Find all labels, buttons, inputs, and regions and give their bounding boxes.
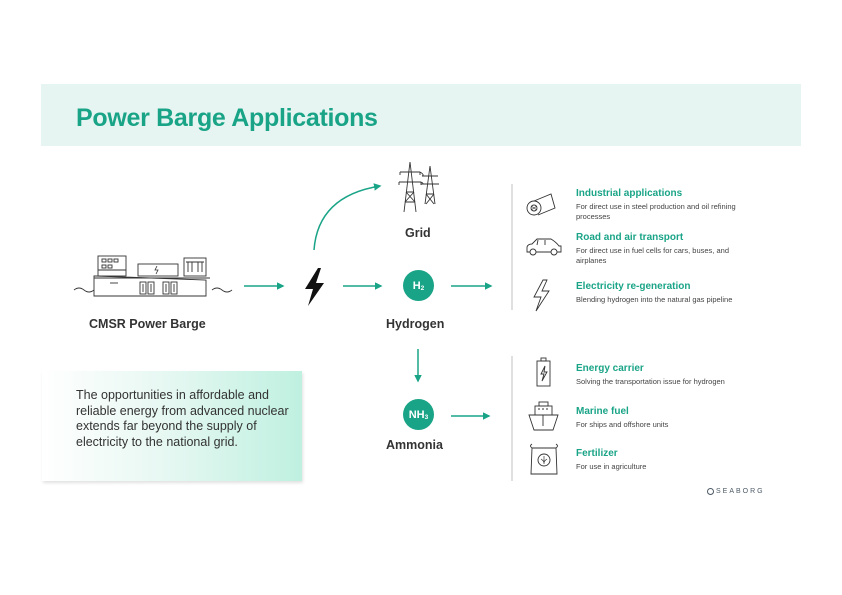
- app-marine-fuel: Marine fuel For ships and offshore units: [576, 406, 766, 430]
- barge-label: CMSR Power Barge: [89, 317, 206, 331]
- flow-arrows: [244, 183, 493, 420]
- power-barge-icon: [73, 255, 233, 297]
- pylon-icon: [398, 161, 439, 213]
- electricity-bolt-icon: [305, 268, 324, 306]
- steel-roll-icon: [526, 193, 556, 216]
- nh3-symbol: NH: [408, 408, 425, 421]
- fertilizer-bag-icon: [530, 443, 558, 475]
- app-title: Electricity re-generation: [576, 281, 691, 292]
- app-title: Marine fuel: [576, 406, 629, 417]
- hydrogen-label: Hydrogen: [386, 317, 445, 331]
- app-desc: For direct use in steel production and o…: [576, 202, 736, 221]
- app-desc: Solving the transportation issue for hyd…: [576, 377, 725, 386]
- app-road-air: Road and air transport For direct use in…: [576, 232, 748, 266]
- seaborg-logo: SEABORG: [707, 488, 765, 495]
- logo-text: SEABORG: [716, 488, 765, 495]
- app-title: Industrial applications: [576, 188, 683, 199]
- quote-box: The opportunities in affordable and reli…: [42, 371, 302, 481]
- h2-subscript: 2: [420, 285, 425, 292]
- car-icon: [526, 238, 562, 256]
- ship-icon: [528, 401, 559, 431]
- nh3-subscript: 3: [424, 414, 429, 421]
- app-desc: For use in agriculture: [576, 462, 647, 471]
- app-electricity: Electricity re-generation Blending hydro…: [576, 281, 766, 305]
- logo-mark-icon: [707, 488, 714, 495]
- lightning-icon: [533, 279, 550, 312]
- app-fertilizer: Fertilizer For use in agriculture: [576, 448, 766, 472]
- app-desc: For ships and offshore units: [576, 420, 669, 429]
- grid-label: Grid: [405, 226, 431, 240]
- app-title: Fertilizer: [576, 448, 618, 459]
- app-desc: Blending hydrogen into the natural gas p…: [576, 295, 733, 304]
- app-desc: For direct use in fuel cells for cars, b…: [576, 246, 729, 265]
- app-title: Road and air transport: [576, 232, 684, 243]
- app-title: Energy carrier: [576, 363, 644, 374]
- ammonia-label: Ammonia: [386, 438, 443, 452]
- quote-text: The opportunities in affordable and reli…: [76, 388, 289, 449]
- arrow-power-to-grid: [313, 183, 382, 251]
- h2-symbol: H: [412, 279, 421, 292]
- battery-icon: [536, 357, 551, 387]
- app-energy-carrier: Energy carrier Solving the transportatio…: [576, 363, 766, 387]
- page-title: Power Barge Applications: [76, 104, 378, 132]
- title-band: [41, 84, 801, 146]
- app-industrial: Industrial applications For direct use i…: [576, 188, 736, 222]
